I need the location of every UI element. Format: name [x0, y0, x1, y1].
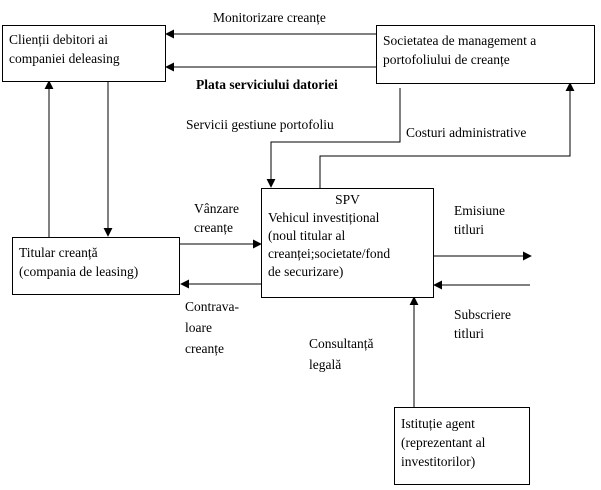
label-line: Costuri administrative: [406, 125, 527, 140]
box-line: investitorilor): [401, 454, 476, 469]
box-line: Vehicul investițional: [268, 210, 380, 225]
label-line: titluri: [454, 222, 484, 237]
label-admin-costs: Costuri administrative: [406, 123, 526, 142]
label-line: legală: [309, 357, 342, 372]
label-line: loare: [185, 320, 212, 335]
box-line: Istituție agent: [401, 416, 475, 431]
label-line: titluri: [454, 326, 484, 341]
label-monitoring: Monitorizare creanțe: [213, 8, 326, 27]
box-line: Societatea de management a: [383, 33, 537, 48]
arrow-admin-costs: [319, 82, 575, 189]
box-holder: Titular creanță (compania de leasing): [12, 237, 180, 295]
label-line: Subscriere: [454, 307, 511, 322]
box-debtors: Clienții debitori ai companiei deleasing: [2, 25, 166, 82]
box-line: (noul titular al: [268, 228, 346, 243]
arrow-portfolio-services: [266, 88, 401, 188]
label-sale: Vânzare creanțe: [194, 199, 239, 237]
box-line: Clienții debitori ai: [9, 32, 108, 47]
box-line: creanței;societate/fond: [268, 246, 391, 261]
box-line: companiei deleasing: [9, 51, 120, 66]
label-line: Emisiune: [454, 203, 505, 218]
box-line: Titular creanță: [19, 245, 98, 260]
label-legal: Consultanță legală: [309, 333, 374, 375]
label-portfolio-services: Servicii gestiune portofoliu: [186, 115, 334, 134]
box-line: SPV: [335, 192, 360, 207]
label-line: Contrava-: [185, 299, 239, 314]
label-line: creanțe: [194, 220, 233, 235]
label-countervalue: Contrava- loare creanțe: [185, 296, 239, 359]
label-debt-service: Plata serviciului datoriei: [196, 75, 338, 94]
label-line: Servicii gestiune portofoliu: [186, 117, 334, 132]
box-spv: SPV Vehicul investițional (noul titular …: [261, 188, 434, 298]
label-line: Vânzare: [194, 201, 239, 216]
box-management: Societatea de management a portofoliului…: [376, 25, 595, 84]
label-line: Consultanță: [309, 336, 374, 351]
label-line: Monitorizare creanțe: [213, 10, 326, 25]
box-line: de securizare): [268, 264, 344, 279]
label-line: Plata serviciului datoriei: [196, 77, 338, 92]
label-issuance: Emisiune titluri: [454, 201, 505, 239]
box-agent: Istituție agent (reprezentant al investi…: [394, 407, 530, 485]
box-line: portofoliului de creanțe: [383, 52, 510, 67]
label-line: creanțe: [185, 341, 224, 356]
label-subscription: Subscriere titluri: [454, 305, 511, 343]
box-line: (reprezentant al: [401, 435, 486, 450]
box-line: (compania de leasing): [19, 264, 139, 279]
